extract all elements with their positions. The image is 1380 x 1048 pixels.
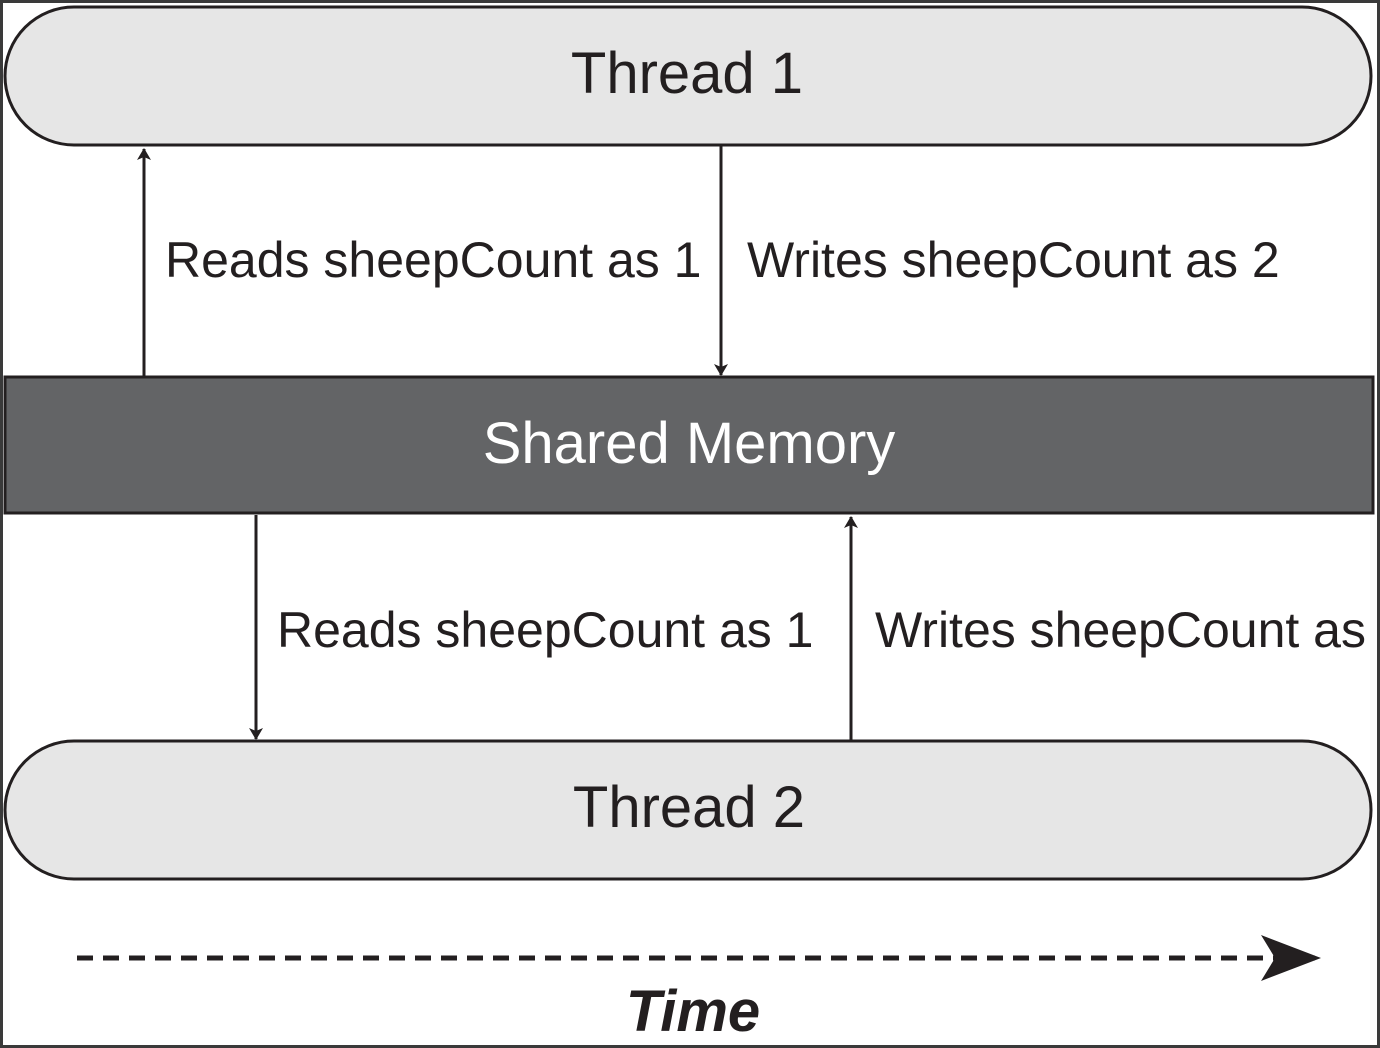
thread-2-write-arrow: Writes sheepCount as 2 bbox=[844, 516, 1377, 740]
thread-2-read-arrow: Reads sheepCount as 1 bbox=[249, 515, 813, 740]
thread-2-node: Thread 2 bbox=[3, 739, 1373, 881]
time-axis: Time bbox=[77, 935, 1321, 1044]
shared-memory-label: Shared Memory bbox=[483, 411, 896, 476]
thread-2-label: Thread 2 bbox=[573, 775, 805, 840]
thread-1-read-arrow: Reads sheepCount as 1 bbox=[137, 148, 701, 376]
thread-2-read-label: Reads sheepCount as 1 bbox=[277, 602, 813, 658]
thread-1-label: Thread 1 bbox=[571, 41, 803, 106]
thread-2-write-label: Writes sheepCount as 2 bbox=[875, 602, 1377, 658]
thread-1-node: Thread 1 bbox=[3, 5, 1373, 147]
thread-1-write-label: Writes sheepCount as 2 bbox=[747, 232, 1280, 288]
shared-memory-node: Shared Memory bbox=[3, 375, 1375, 515]
thread-2-shape bbox=[3, 739, 1373, 881]
thread-1-shape bbox=[3, 5, 1373, 147]
thread-1-write-arrow: Writes sheepCount as 2 bbox=[714, 146, 1280, 376]
thread-1-read-label: Reads sheepCount as 1 bbox=[165, 232, 701, 288]
shared-memory-shape bbox=[3, 375, 1375, 515]
time-label: Time bbox=[626, 979, 760, 1044]
race-condition-diagram: Thread 1 Reads sheepCount as 1 Writes sh… bbox=[3, 5, 1377, 1044]
